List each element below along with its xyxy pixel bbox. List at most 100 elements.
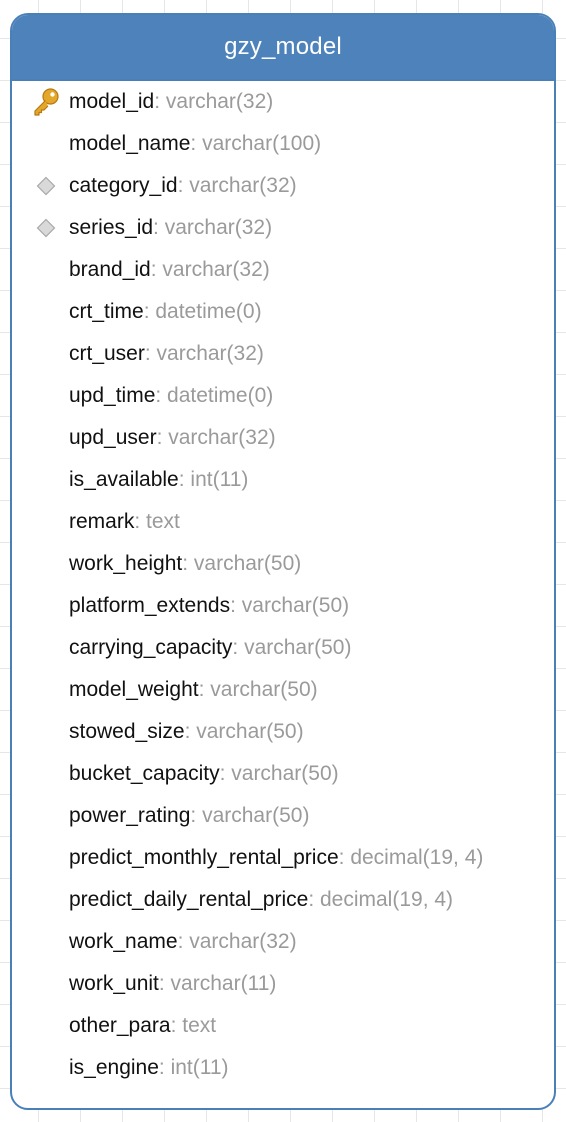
field-text: crt_user: varchar(32)	[69, 333, 264, 375]
field-row-upd-time[interactable]: upd_time: datetime(0)	[12, 375, 554, 417]
field-text: predict_monthly_rental_price: decimal(19…	[69, 837, 483, 879]
field-name: platform_extends	[69, 594, 231, 617]
field-name: series_id	[69, 216, 154, 239]
field-type: : datetime(0)	[155, 384, 274, 407]
field-row-is-available[interactable]: is_available: int(11)	[12, 459, 554, 501]
field-type: : varchar(100)	[190, 132, 322, 155]
field-row-crt-time[interactable]: crt_time: datetime(0)	[12, 291, 554, 333]
foreign-key-diamond-icon	[30, 212, 62, 244]
field-type: : varchar(50)	[230, 594, 350, 617]
field-name: model_id	[69, 90, 155, 113]
field-type: : text	[170, 1014, 217, 1037]
field-type: : decimal(19, 4)	[308, 888, 454, 911]
field-row-carrying-capacity[interactable]: carrying_capacity: varchar(50)	[12, 627, 554, 669]
field-name: remark	[69, 510, 135, 533]
field-name: category_id	[69, 174, 178, 197]
field-name: power_rating	[69, 804, 191, 827]
field-text: work_unit: varchar(11)	[69, 963, 276, 1005]
field-type: : varchar(32)	[156, 426, 276, 449]
field-row-platform-extends[interactable]: platform_extends: varchar(50)	[12, 585, 554, 627]
field-row-stowed-size[interactable]: stowed_size: varchar(50)	[12, 711, 554, 753]
field-row-is-engine[interactable]: is_engine: int(11)	[12, 1047, 554, 1089]
field-type: : int(11)	[158, 1056, 229, 1079]
field-type: : text	[134, 510, 180, 533]
field-text: predict_daily_rental_price: decimal(19, …	[69, 879, 453, 921]
field-text: series_id: varchar(32)	[69, 207, 272, 249]
field-name: other_para	[69, 1014, 171, 1037]
field-row-category-id[interactable]: category_id: varchar(32)	[12, 165, 554, 207]
field-type: : varchar(32)	[153, 216, 273, 239]
field-text: brand_id: varchar(32)	[69, 249, 270, 291]
field-name: work_name	[69, 930, 178, 953]
field-row-other-para[interactable]: other_para: text	[12, 1005, 554, 1047]
field-text: upd_user: varchar(32)	[69, 417, 276, 459]
field-name: crt_time	[69, 300, 144, 323]
field-row-crt-user[interactable]: crt_user: varchar(32)	[12, 333, 554, 375]
field-name: predict_daily_rental_price	[69, 888, 309, 911]
field-text: category_id: varchar(32)	[69, 165, 297, 207]
field-row-power-rating[interactable]: power_rating: varchar(50)	[12, 795, 554, 837]
field-name: work_height	[69, 552, 183, 575]
field-text: upd_time: datetime(0)	[69, 375, 273, 417]
field-row-model-name[interactable]: model_name: varchar(100)	[12, 123, 554, 165]
field-text: is_engine: int(11)	[69, 1047, 229, 1089]
table-entity[interactable]: gzy_model model_id: varchar(32)model_nam…	[10, 13, 556, 1110]
field-row-predict-daily-rental-price[interactable]: predict_daily_rental_price: decimal(19, …	[12, 879, 554, 921]
field-type: : varchar(50)	[190, 804, 310, 827]
field-type: : varchar(32)	[144, 342, 264, 365]
field-row-brand-id[interactable]: brand_id: varchar(32)	[12, 249, 554, 291]
field-text: stowed_size: varchar(50)	[69, 711, 304, 753]
field-text: model_id: varchar(32)	[69, 81, 273, 123]
field-name: bucket_capacity	[69, 762, 220, 785]
field-name: model_name	[69, 132, 191, 155]
field-text: work_name: varchar(32)	[69, 921, 297, 963]
field-type: : varchar(32)	[177, 174, 297, 197]
field-text: carrying_capacity: varchar(50)	[69, 627, 351, 669]
field-name: brand_id	[69, 258, 151, 281]
field-type: : varchar(32)	[154, 90, 274, 113]
field-type: : int(11)	[178, 468, 249, 491]
field-text: platform_extends: varchar(50)	[69, 585, 349, 627]
field-type: : varchar(50)	[232, 636, 352, 659]
field-type: : varchar(32)	[177, 930, 297, 953]
field-name: is_engine	[69, 1056, 159, 1079]
field-row-work-name[interactable]: work_name: varchar(32)	[12, 921, 554, 963]
field-name: carrying_capacity	[69, 636, 233, 659]
field-row-remark[interactable]: remark: text	[12, 501, 554, 543]
field-row-predict-monthly-rental-price[interactable]: predict_monthly_rental_price: decimal(19…	[12, 837, 554, 879]
field-type: : varchar(50)	[184, 720, 304, 743]
field-name: model_weight	[69, 678, 199, 701]
field-type: : varchar(50)	[182, 552, 302, 575]
field-row-upd-user[interactable]: upd_user: varchar(32)	[12, 417, 554, 459]
field-text: power_rating: varchar(50)	[69, 795, 309, 837]
field-row-work-unit[interactable]: work_unit: varchar(11)	[12, 963, 554, 1005]
field-name: is_available	[69, 468, 179, 491]
field-type: : varchar(50)	[198, 678, 318, 701]
field-name: stowed_size	[69, 720, 185, 743]
field-text: remark: text	[69, 501, 180, 543]
field-row-bucket-capacity[interactable]: bucket_capacity: varchar(50)	[12, 753, 554, 795]
field-text: other_para: text	[69, 1005, 216, 1047]
field-row-work-height[interactable]: work_height: varchar(50)	[12, 543, 554, 585]
field-text: work_height: varchar(50)	[69, 543, 301, 585]
field-row-series-id[interactable]: series_id: varchar(32)	[12, 207, 554, 249]
primary-key-icon	[30, 86, 62, 118]
field-text: is_available: int(11)	[69, 459, 248, 501]
table-title[interactable]: gzy_model	[12, 15, 554, 81]
foreign-key-diamond-icon	[30, 170, 62, 202]
field-name: upd_time	[69, 384, 156, 407]
field-text: model_name: varchar(100)	[69, 123, 321, 165]
field-text: model_weight: varchar(50)	[69, 669, 318, 711]
field-name: upd_user	[69, 426, 157, 449]
field-type: : varchar(50)	[219, 762, 339, 785]
field-row-model-weight[interactable]: model_weight: varchar(50)	[12, 669, 554, 711]
field-type: : datetime(0)	[143, 300, 262, 323]
field-name: predict_monthly_rental_price	[69, 846, 339, 869]
field-text: bucket_capacity: varchar(50)	[69, 753, 339, 795]
field-type: : varchar(11)	[158, 972, 277, 995]
field-type: : decimal(19, 4)	[338, 846, 484, 869]
field-name: crt_user	[69, 342, 145, 365]
field-name: work_unit	[69, 972, 159, 995]
field-row-model-id[interactable]: model_id: varchar(32)	[12, 81, 554, 123]
field-list: model_id: varchar(32)model_name: varchar…	[12, 81, 554, 1089]
